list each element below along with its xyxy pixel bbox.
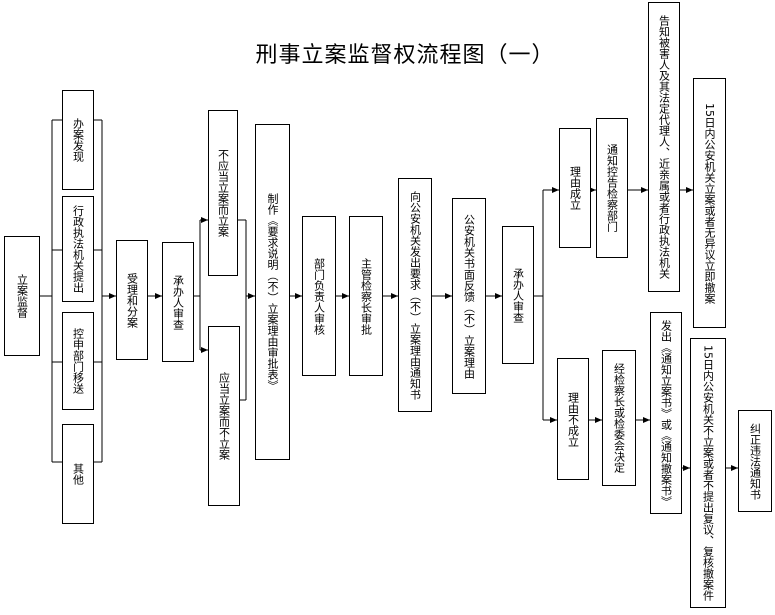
node-shouli: 受理和分案 — [116, 240, 148, 360]
node-yingdang-bulian: 应当立案而不立案 — [208, 326, 240, 506]
node-tongzhi-konggao: 通知控告检察部门 — [596, 118, 628, 258]
node-15ri-a: 15日内公安机关立案或者无异议立即撤案 — [693, 78, 726, 328]
node-gongan-fankui: 公安机关书面反馈（不）立案理由 — [452, 198, 486, 394]
node-lian-jiandu: 立案监督 — [4, 236, 40, 356]
node-zhuguan: 主管检察长审批 — [349, 216, 383, 376]
node-15ri-b: 15日内公安机关不立案或者不提出复议、复核撤案件 — [690, 338, 726, 608]
node-xiang-gongan: 向公安机关发出要求（不）立案理由通知书 — [398, 178, 432, 412]
node-zhizuo: 制作《要求说明（不）立案理由审批表》 — [255, 124, 290, 460]
node-konggao: 控申部门移送 — [62, 312, 94, 410]
node-jianchazhang: 经检察长或检委会决定 — [602, 350, 636, 486]
node-gaozhi: 告知被害人及其法定代理人、近亲属或者行政执法机关 — [648, 2, 680, 292]
node-bumen: 部门负责人审核 — [302, 216, 336, 376]
node-buying-lian: 不应当立案而立案 — [208, 110, 238, 276]
node-liyou-chengli: 理由成立 — [559, 128, 591, 248]
node-chengban-2: 承办人审查 — [502, 226, 534, 364]
node-liyou-bucheng: 理由不成立 — [557, 358, 589, 480]
node-xingzheng: 行政执法机关提出 — [62, 196, 94, 302]
node-chengban-1: 承办人审查 — [162, 242, 194, 362]
node-jiuzheng: 纠正违法通知书 — [738, 410, 772, 512]
node-fachu: 发出《通知立案书》或《通知撤案书》 — [650, 312, 682, 514]
node-banan-faxian: 办案发现 — [62, 90, 94, 190]
page-title: 刑事立案监督权流程图（一） — [255, 43, 555, 68]
node-qita: 其他 — [62, 424, 94, 524]
